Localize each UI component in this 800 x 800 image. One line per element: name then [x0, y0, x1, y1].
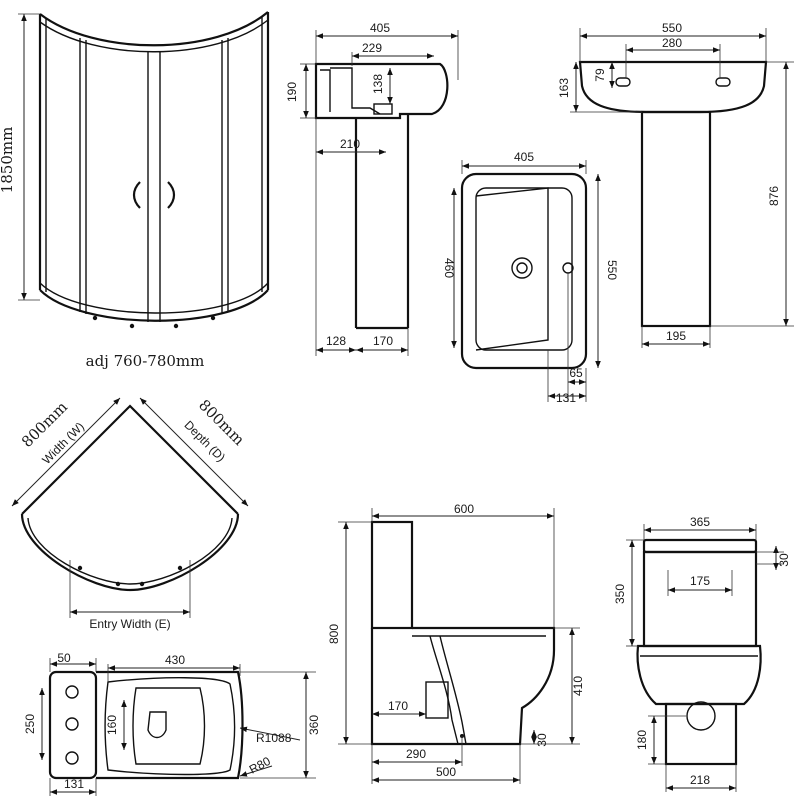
basin-side-view: 405 229 190 138 210 128 170: [285, 21, 459, 356]
basin-plan-65: 65: [569, 366, 583, 380]
wc-front-180: 180: [635, 730, 649, 750]
basin-side-138: 138: [371, 74, 385, 94]
wc-side-410: 410: [571, 676, 585, 696]
wc-plan-r1088: R1088: [256, 731, 292, 745]
wc-side-view: 800 600 410 170 30 290 500: [327, 502, 585, 784]
shower-plan-view: 800mm Width (W) 800mm Depth (D) Entry Wi…: [11, 396, 249, 631]
basin-side-190: 190: [285, 82, 299, 102]
basin-plan-view: 405 460 550 65 131: [442, 150, 619, 405]
wc-side-600: 600: [454, 502, 474, 516]
wc-plan-250: 250: [23, 714, 37, 734]
left-door-handle: [132, 181, 141, 209]
wc-front-175: 175: [690, 574, 710, 588]
wc-front-350: 350: [613, 584, 627, 604]
wc-side-30: 30: [535, 733, 549, 747]
wc-side-height: 800: [327, 624, 341, 644]
basin-front-280: 280: [662, 36, 682, 50]
basin-plan-550: 550: [605, 260, 619, 280]
wc-plan-131: 131: [64, 777, 84, 791]
wc-plan-430: 430: [165, 653, 185, 667]
basin-side-128: 128: [326, 334, 346, 348]
basin-front-79: 79: [593, 68, 607, 82]
basin-front-163: 163: [557, 78, 571, 98]
basin-side-170: 170: [373, 334, 393, 348]
wc-side-290: 290: [406, 747, 426, 761]
wc-front-30: 30: [777, 553, 791, 567]
basin-front-width: 550: [662, 21, 682, 35]
shower-height-label: 1850mm: [0, 127, 16, 194]
basin-front-195: 195: [666, 329, 686, 343]
wc-plan-160: 160: [105, 715, 119, 735]
basin-plan-131: 131: [556, 391, 576, 405]
wc-plan-50: 50: [57, 651, 71, 665]
basin-front-view: 550 280 79 163 876 195: [557, 21, 794, 348]
basin-side-229: 229: [362, 41, 382, 55]
shower-front-view: 1850mm adj 760-780mm: [0, 11, 270, 370]
right-door-handle: [167, 181, 176, 209]
basin-front-height: 876: [767, 186, 781, 206]
basin-plan-width: 405: [514, 150, 534, 164]
entry-width-caption: Entry Width (E): [89, 617, 170, 631]
basin-plan-460: 460: [442, 258, 456, 278]
wc-plan-r80: R80: [247, 754, 273, 777]
wc-front-view: 365 30 175 350 180 218: [613, 515, 791, 792]
basin-side-210: 210: [340, 137, 360, 151]
wc-side-170: 170: [388, 699, 408, 713]
wc-plan-view: 50 430 250 160 360 R1088 R80 131: [23, 651, 321, 796]
wc-side-500: 500: [436, 765, 456, 779]
shower-width-label: adj 760-780mm: [86, 352, 205, 370]
basin-side-width: 405: [370, 21, 390, 35]
wc-plan-360: 360: [307, 715, 321, 735]
wc-front-365: 365: [690, 515, 710, 529]
wc-front-218: 218: [690, 773, 710, 787]
